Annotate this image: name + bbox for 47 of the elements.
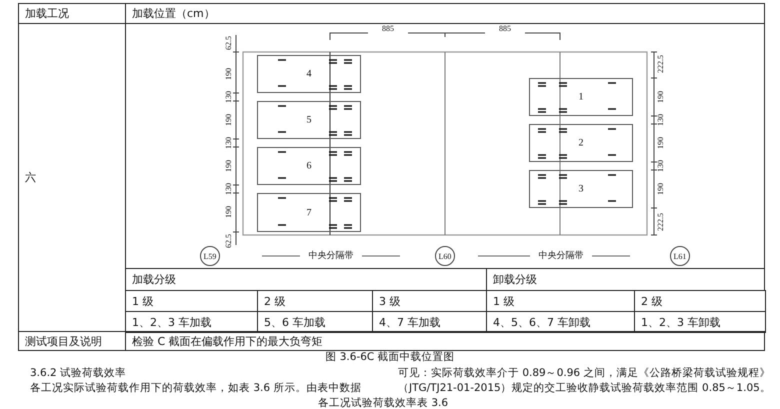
- row-label: 测试项目及说明: [18, 331, 126, 351]
- vehicle-box: [257, 101, 361, 139]
- vehicle-number: 6: [306, 160, 312, 172]
- dimension-label: 62.5: [224, 35, 234, 52]
- figure-caption: 图 3.6-6C 截面中载位置图: [324, 350, 456, 365]
- vehicle-number: 2: [578, 138, 584, 148]
- dimension-label: 222.5: [656, 54, 666, 75]
- axis-marker: L61: [670, 246, 690, 266]
- dimension-label: 190: [224, 67, 234, 82]
- vehicle-number: 3: [578, 184, 584, 194]
- vehicle-box: [529, 170, 633, 208]
- dimension-label: 190: [656, 182, 666, 197]
- dimension-label: 190: [656, 90, 666, 105]
- vehicle-number: 1: [578, 92, 584, 102]
- vehicle-number: 4: [306, 68, 312, 80]
- dimension-label: 190: [224, 113, 234, 128]
- vehicle-number: 5: [306, 114, 312, 126]
- dimension-label: 130: [656, 113, 666, 128]
- table-title: 各工况试验荷载效率表 3.6: [318, 396, 450, 409]
- vehicle-box: [257, 55, 361, 93]
- dimension-label: 190: [224, 159, 234, 174]
- section-heading: 3.6.2 试验荷载效率: [30, 366, 128, 381]
- header-cell: 加载位置（cm）: [125, 3, 765, 24]
- median-strip-label: 中央分隔带: [308, 250, 354, 263]
- median-strip-label: 中央分隔带: [538, 250, 584, 263]
- dimension-label: 130: [224, 182, 234, 197]
- vehicle-box: [257, 193, 361, 232]
- dimension-label: 62.5: [224, 233, 234, 250]
- vehicle-number: 7: [306, 207, 312, 218]
- axis-marker: L60: [435, 246, 455, 266]
- vehicle-box: [529, 124, 633, 162]
- dimension-label: 885: [485, 24, 525, 34]
- axis-marker: L59: [200, 246, 220, 266]
- vehicle-box: [257, 147, 361, 185]
- dimension-label: 222.5: [656, 212, 666, 233]
- paragraph: 可见：实际荷载效率介于 0.89～0.96 之间，满足《公路桥梁荷载试验规程》（JTG/TJ21-01-2015）规定的交工验收静载试验荷载效率范围 0.85～1.05。: [398, 366, 772, 396]
- header-cell: 加载工况: [18, 3, 126, 24]
- dimension-label: 130: [224, 136, 234, 151]
- dimension-label: 190: [224, 205, 234, 220]
- dimension-label: 130: [224, 90, 234, 105]
- dimension-label: 885: [368, 24, 408, 34]
- paragraph: 各工况实际试验荷载作用下的荷载效率，如表 3.6 所示。由表中数据: [30, 381, 362, 396]
- data-cell: 1、2、3 车卸载: [634, 311, 766, 333]
- data-cell: 检验 C 截面在偏载作用下的最大负弯矩: [125, 331, 765, 351]
- dimension-label: 190: [656, 136, 666, 151]
- dimension-label: 130: [656, 159, 666, 174]
- vehicle-box: [529, 78, 633, 116]
